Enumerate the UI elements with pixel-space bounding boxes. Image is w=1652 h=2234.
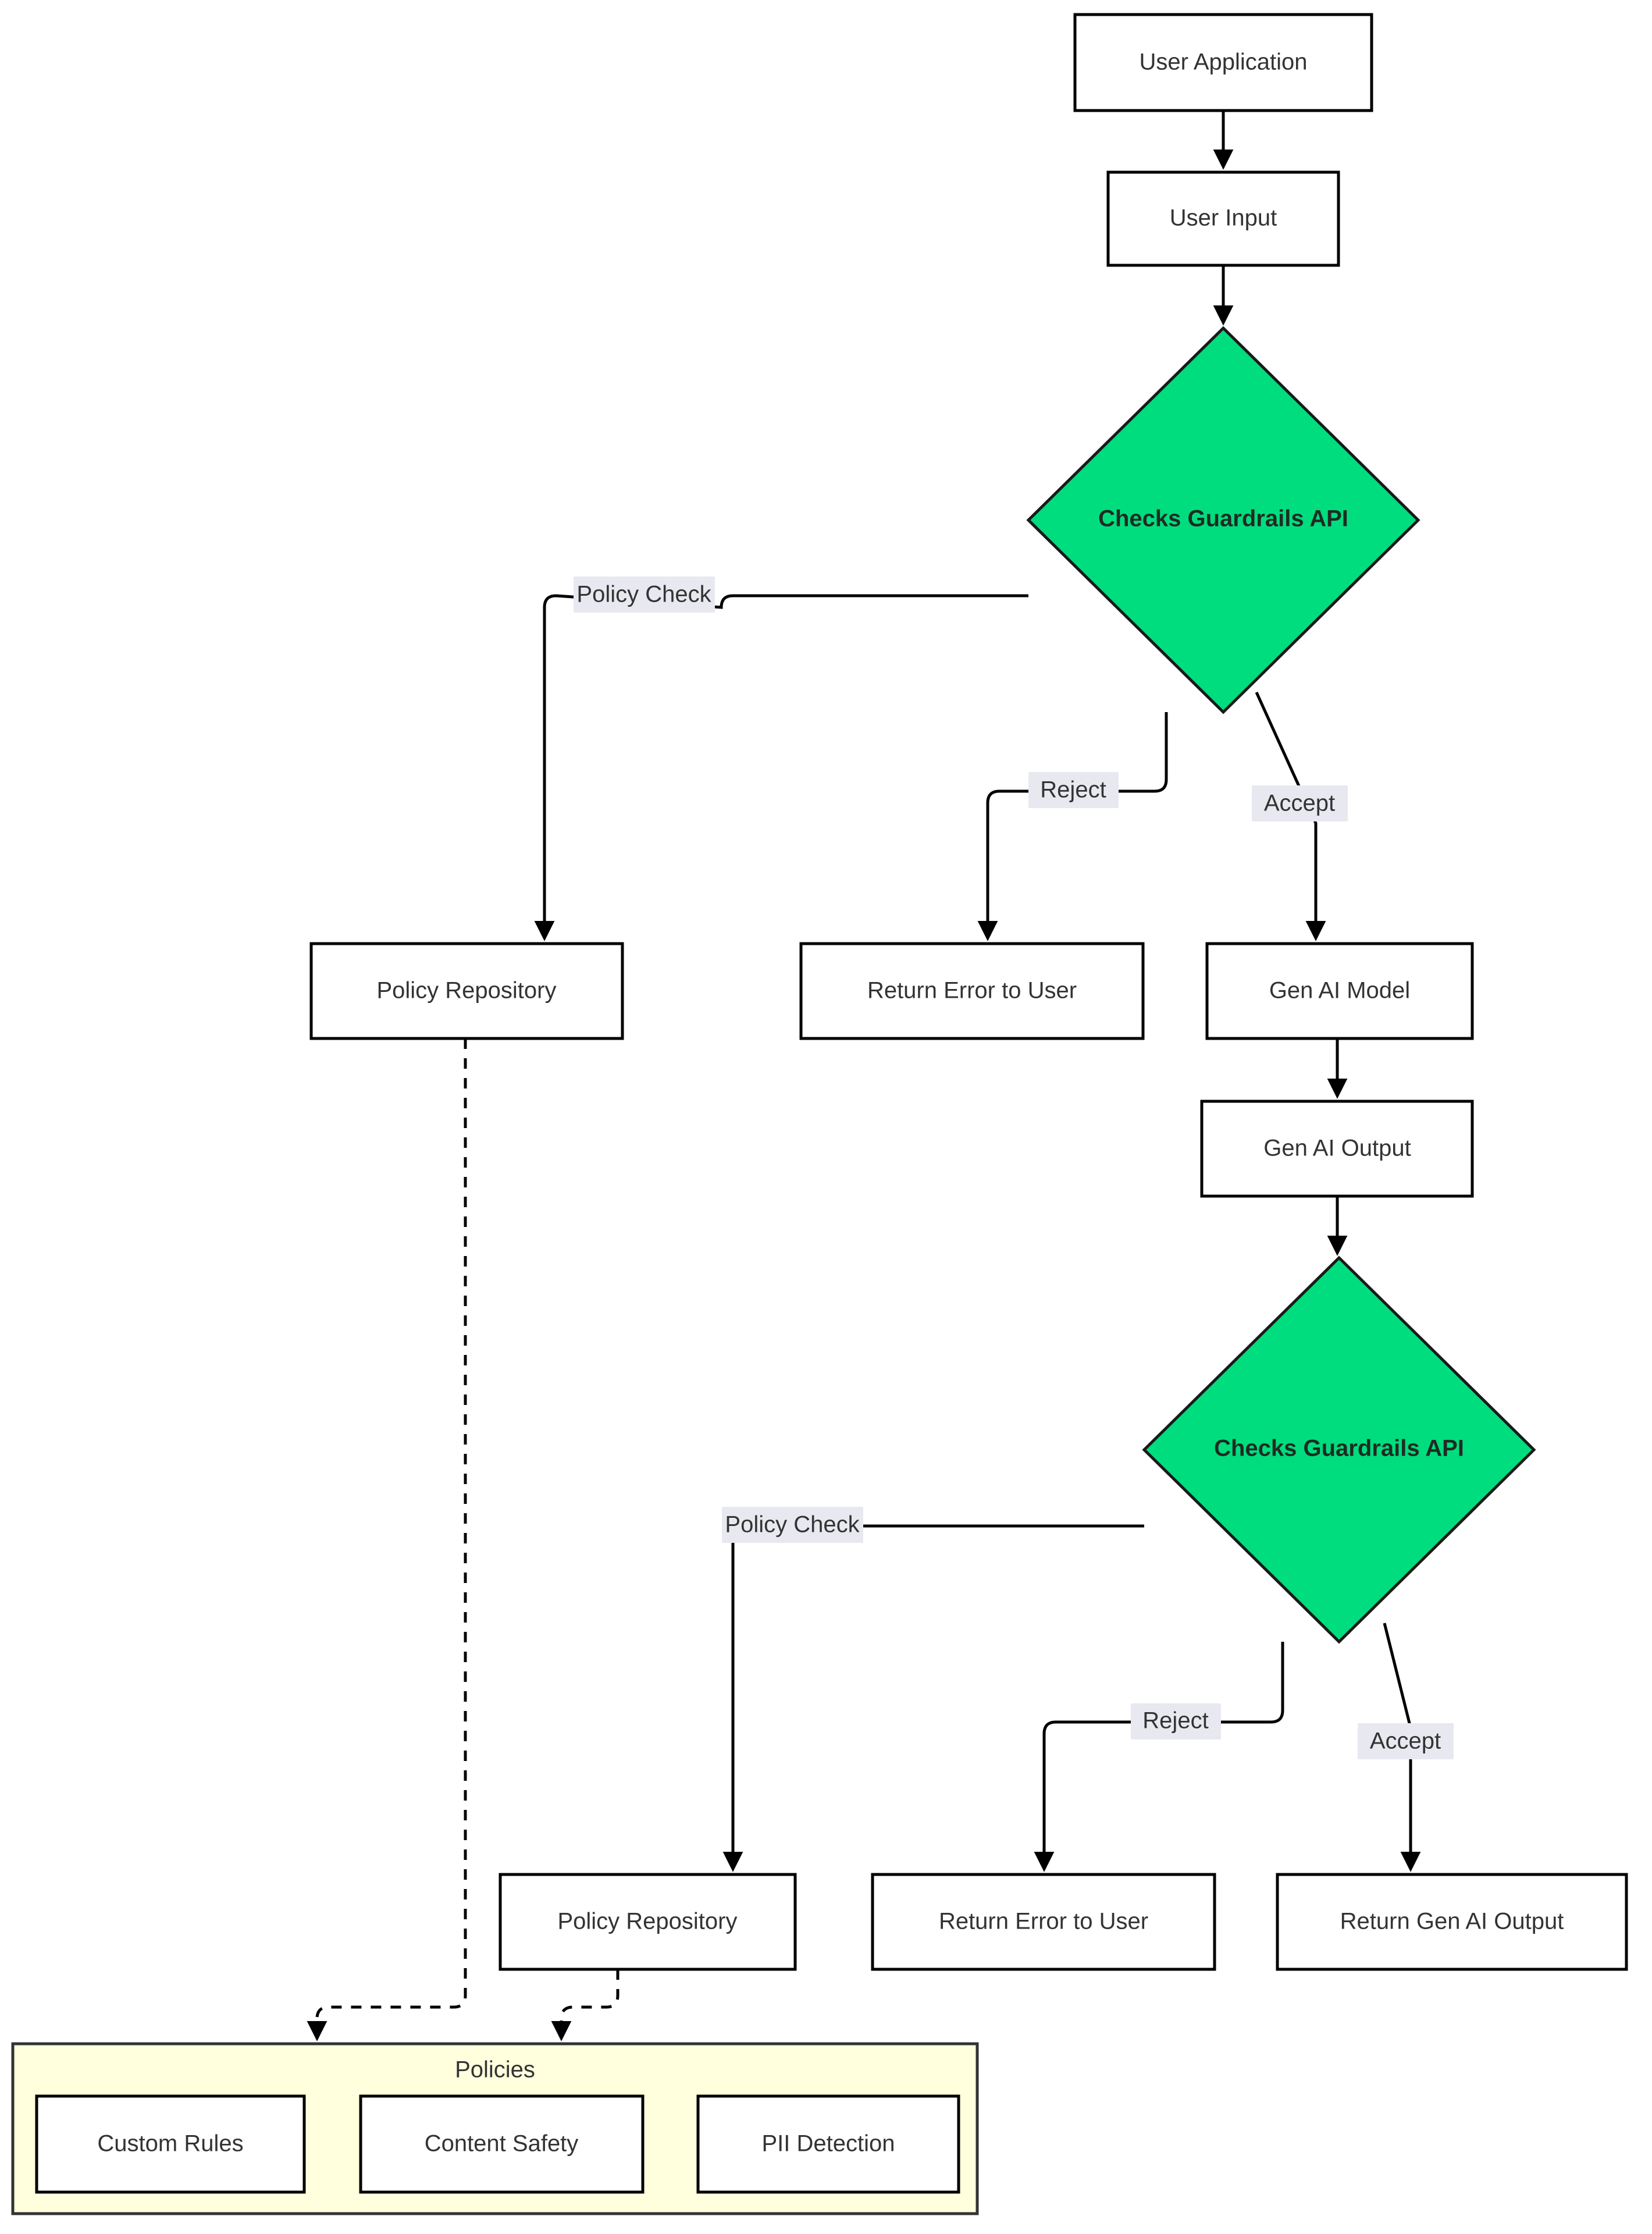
node-user-input-box[interactable] (1106, 170, 1340, 267)
cluster-policies-title: Policies (455, 2057, 535, 2083)
node-checks-guardrails-api-1-label: Checks Guardrails API (1098, 506, 1348, 532)
node-custom-rules[interactable]: Custom Rules (35, 2094, 306, 2194)
node-policy-repository-2[interactable]: Policy Repository (499, 1873, 797, 1971)
edge-label-policy-check-1: Policy Check (574, 577, 715, 613)
edge-label-reject-2-text: Reject (1142, 1708, 1208, 1734)
edge-label-policy-check-2-text: Policy Check (725, 1512, 860, 1538)
node-return-gen-ai-output[interactable]: Return Gen AI Output (1276, 1873, 1628, 1971)
node-return-error-to-user-1-label: Return Error to User (867, 978, 1077, 1004)
node-custom-rules-box[interactable] (35, 2094, 306, 2194)
edge-label-accept-2: Accept (1358, 1723, 1454, 1759)
edge-label-policy-check-2: Policy Check (722, 1507, 863, 1543)
node-user-application-box[interactable] (1073, 13, 1373, 112)
edge-label-reject-1-text: Reject (1040, 777, 1106, 803)
edge-label-accept-1: Accept (1252, 785, 1348, 821)
node-checks-guardrails-api-2[interactable]: Checks Guardrails API (1142, 1255, 1536, 1644)
node-return-gen-ai-output-box[interactable] (1276, 1873, 1628, 1971)
edge-guardrails-api-1-to-gen-ai-model (1255, 691, 1326, 941)
node-user-application-label: User Application (1139, 49, 1307, 75)
edge-policy-repository-1-to-policies (307, 1038, 467, 2041)
node-pii-detection[interactable]: PII Detection (696, 2094, 960, 2194)
node-return-error-to-user-1[interactable]: Return Error to User (799, 942, 1145, 1040)
node-return-gen-ai-output-label: Return Gen AI Output (1340, 1909, 1564, 1934)
edge-label-reject-1: Reject (1028, 772, 1119, 808)
node-user-application[interactable]: User Application (1073, 13, 1373, 112)
node-policy-repository-1-label: Policy Repository (376, 978, 556, 1004)
edge-label-accept-1-text: Accept (1264, 791, 1335, 816)
node-content-safety-box[interactable] (359, 2094, 645, 2194)
node-content-safety[interactable]: Content Safety (359, 2094, 645, 2194)
node-policy-repository-2-label: Policy Repository (557, 1909, 737, 1934)
cluster-policies: Policies Custom Rules Content Safety PII… (11, 2042, 979, 2215)
edge-guardrails-api-1-to-policy-repository-1 (534, 594, 1028, 941)
node-policy-repository-2-box[interactable] (499, 1873, 797, 1971)
node-custom-rules-label: Custom Rules (97, 2131, 243, 2157)
node-return-error-to-user-2-box[interactable] (871, 1873, 1216, 1971)
node-gen-ai-output-label: Gen AI Output (1263, 1136, 1411, 1161)
node-checks-guardrails-api-2-label: Checks Guardrails API (1214, 1436, 1464, 1461)
node-gen-ai-output[interactable]: Gen AI Output (1200, 1100, 1474, 1198)
node-policy-repository-1[interactable]: Policy Repository (309, 942, 624, 1040)
node-content-safety-label: Content Safety (425, 2131, 579, 2157)
node-return-error-to-user-2-label: Return Error to User (939, 1909, 1148, 1934)
node-return-error-to-user-1-box[interactable] (799, 942, 1145, 1040)
edge-guardrails-api-2-to-return-error-2 (1034, 1642, 1284, 1872)
node-checks-guardrails-api-2-diamond[interactable] (1142, 1255, 1536, 1644)
node-checks-guardrails-api-1[interactable]: Checks Guardrails API (1026, 326, 1420, 714)
edge-label-reject-2: Reject (1131, 1703, 1221, 1739)
node-pii-detection-box[interactable] (696, 2094, 960, 2194)
node-policy-repository-1-box[interactable] (309, 942, 624, 1040)
node-gen-ai-output-box[interactable] (1200, 1100, 1474, 1198)
edge-guardrails-api-2-to-policy-repository-2 (722, 1524, 1144, 1872)
edge-policy-repository-2-to-policies (551, 1969, 620, 2041)
node-gen-ai-model[interactable]: Gen AI Model (1205, 942, 1474, 1040)
node-gen-ai-model-label: Gen AI Model (1269, 978, 1410, 1004)
node-user-input-label: User Input (1170, 205, 1277, 231)
node-return-error-to-user-2[interactable]: Return Error to User (871, 1873, 1216, 1971)
node-user-input[interactable]: User Input (1106, 170, 1340, 267)
node-pii-detection-label: PII Detection (761, 2131, 895, 2157)
node-gen-ai-model-box[interactable] (1205, 942, 1474, 1040)
edge-guardrails-api-1-to-return-error-1 (977, 712, 1168, 941)
edge-label-policy-check-1-text: Policy Check (576, 582, 711, 607)
node-checks-guardrails-api-1-diamond[interactable] (1026, 326, 1420, 714)
edge-label-accept-2-text: Accept (1370, 1728, 1441, 1754)
